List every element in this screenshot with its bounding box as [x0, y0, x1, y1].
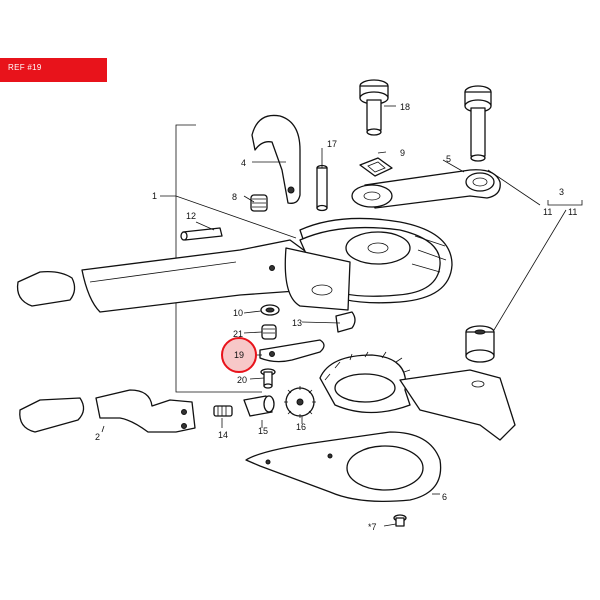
callout-labels: 1 2 3 4 5 6 *7 8 9 10 11 11 12 13 14 15 … [95, 102, 577, 532]
ref-banner: REF #19 [0, 58, 107, 82]
part-15-sleeve [243, 395, 275, 417]
callout-20: 20 [237, 375, 247, 385]
ref-banner-text: REF #19 [8, 63, 42, 72]
part-10-nut [260, 304, 280, 316]
callout-18: 18 [400, 102, 410, 112]
part-16-gear [284, 386, 316, 418]
callout-14: 14 [218, 430, 228, 440]
part-11-lower-roller [465, 325, 495, 363]
callout-8: 8 [232, 192, 237, 202]
part-4-hook [251, 114, 301, 204]
part-18-pin [359, 79, 389, 136]
part-17-pin [316, 164, 328, 212]
part-9-washer [359, 157, 393, 177]
callout-4: 4 [241, 158, 246, 168]
callout-21: 21 [233, 329, 243, 339]
callout-11-upper: 11 [543, 207, 552, 217]
callout-6: 6 [442, 492, 447, 502]
callout-1: 1 [152, 191, 157, 201]
part-14-spring [213, 405, 233, 417]
callout-9: 9 [400, 148, 405, 158]
part-12-pin [180, 227, 223, 241]
callout-13: 13 [292, 318, 302, 328]
callout-17: 17 [327, 139, 337, 149]
part-21-spring [261, 324, 277, 340]
leader-lines [101, 105, 567, 527]
callout-5: 5 [446, 154, 451, 164]
callout-15: 15 [258, 426, 268, 436]
callout-2: 2 [95, 432, 100, 442]
part-7-screw [393, 514, 407, 527]
highlight-19[interactable]: 19 [221, 337, 257, 373]
part-2-handle [19, 389, 196, 433]
part-6-plate [245, 431, 442, 503]
part-8-spring [250, 194, 268, 212]
part-20-screw [260, 368, 276, 389]
callout-11-lower: 11 [568, 207, 577, 217]
callout-12: 12 [186, 211, 196, 221]
gear-segment-assembly [319, 351, 516, 441]
callout-3: 3 [559, 187, 564, 197]
part-13-pin [335, 311, 356, 333]
part-11-upper-pin [464, 85, 492, 162]
callout-7: *7 [368, 522, 377, 532]
bracket-3 [547, 200, 583, 206]
part-19-pawl [259, 339, 325, 363]
callout-16: 16 [296, 422, 306, 432]
callout-19: 19 [234, 350, 244, 360]
callout-10: 10 [233, 308, 243, 318]
part-1-handle [16, 217, 453, 313]
part-5-arm [351, 169, 501, 209]
